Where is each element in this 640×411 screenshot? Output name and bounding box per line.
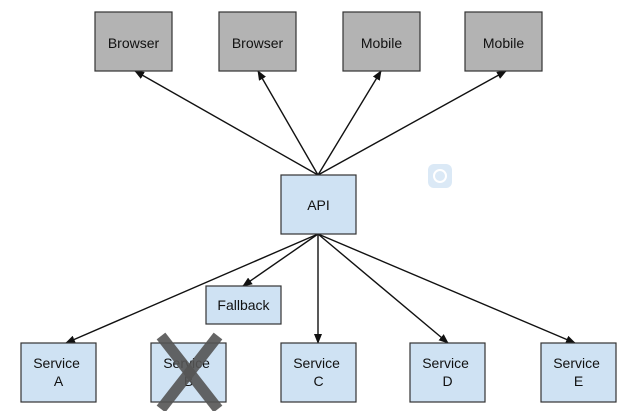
node-service-a-box — [20, 342, 97, 403]
node-api: API — [280, 174, 357, 235]
node-mobile-2-label: Mobile — [483, 35, 524, 51]
node-service-a: Service A — [20, 342, 97, 403]
edge-api-to-fallback — [242, 233, 319, 287]
node-service-e: Service E — [540, 342, 617, 403]
node-fallback: Fallback — [205, 285, 282, 325]
node-service-e-box — [540, 342, 617, 403]
node-service-c-box — [280, 342, 357, 403]
node-api-label: API — [307, 197, 330, 213]
watermark-ring — [433, 169, 447, 183]
node-service-d-box — [409, 342, 486, 403]
node-service-b: Service B — [150, 332, 227, 411]
node-browser-2-box — [218, 11, 297, 72]
edge-api-to-browser2 — [257, 70, 319, 176]
node-service-e-label: Service E — [553, 355, 604, 389]
node-mobile-1-label: Mobile — [361, 35, 402, 51]
node-browser-1-label: Browser — [108, 35, 160, 51]
watermark-icon — [428, 164, 452, 188]
watermark-badge — [428, 164, 452, 188]
node-browser-2-label: Browser — [232, 35, 284, 51]
edge-api-to-serviceA — [65, 233, 319, 344]
node-service-d: Service D — [409, 342, 486, 403]
node-mobile-2: Mobile — [464, 11, 543, 72]
node-api-box — [280, 174, 357, 235]
node-service-c: Service C — [280, 342, 357, 403]
node-browser-1: Browser — [94, 11, 173, 72]
node-service-c-label-line-1: Service — [293, 355, 340, 371]
node-service-c-label: Service C — [293, 355, 344, 389]
node-service-a-label-line-2: A — [54, 373, 64, 389]
edge-api-to-browser1 — [134, 70, 319, 176]
failed-x-icon — [156, 332, 223, 411]
nodes: Browser Browser Mobile Mobile API Fallba… — [20, 11, 617, 411]
node-service-d-label-line-2: D — [442, 373, 452, 389]
node-fallback-label: Fallback — [217, 297, 270, 313]
node-mobile-1: Mobile — [342, 11, 421, 72]
edge-api-to-mobile1 — [317, 70, 382, 176]
node-service-a-label-line-1: Service — [33, 355, 80, 371]
edges — [65, 70, 576, 344]
node-browser-1-box — [94, 11, 173, 72]
node-service-d-label: Service D — [422, 355, 473, 389]
edge-api-to-serviceE — [317, 233, 576, 344]
node-service-e-label-line-1: Service — [553, 355, 600, 371]
failed-x-stroke-2 — [156, 332, 223, 411]
node-mobile-2-box — [464, 11, 543, 72]
node-service-d-label-line-1: Service — [422, 355, 469, 371]
node-browser-2: Browser — [218, 11, 297, 72]
edge-api-to-mobile2 — [317, 70, 507, 176]
node-mobile-1-box — [342, 11, 421, 72]
node-service-c-label-line-2: C — [313, 373, 323, 389]
node-fallback-box — [205, 285, 282, 325]
node-service-a-label: Service A — [33, 355, 84, 389]
edge-api-to-serviceD — [317, 233, 449, 344]
node-service-e-label-line-2: E — [574, 373, 583, 389]
